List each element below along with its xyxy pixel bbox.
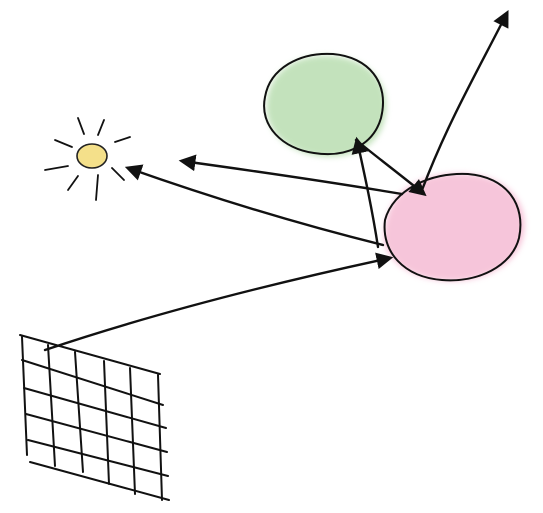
pixel-grid-icon [19, 334, 170, 501]
shadow-ray-to-light [124, 164, 385, 247]
rays [43, 10, 509, 352]
ray-pink-to-green [351, 136, 380, 249]
reflection-ray-up [420, 10, 509, 192]
pink-sphere [383, 172, 525, 282]
camera-ray [43, 252, 394, 352]
sun-icon [44, 117, 131, 201]
green-sphere [263, 52, 387, 157]
secondary-ray-to-light [178, 154, 404, 196]
